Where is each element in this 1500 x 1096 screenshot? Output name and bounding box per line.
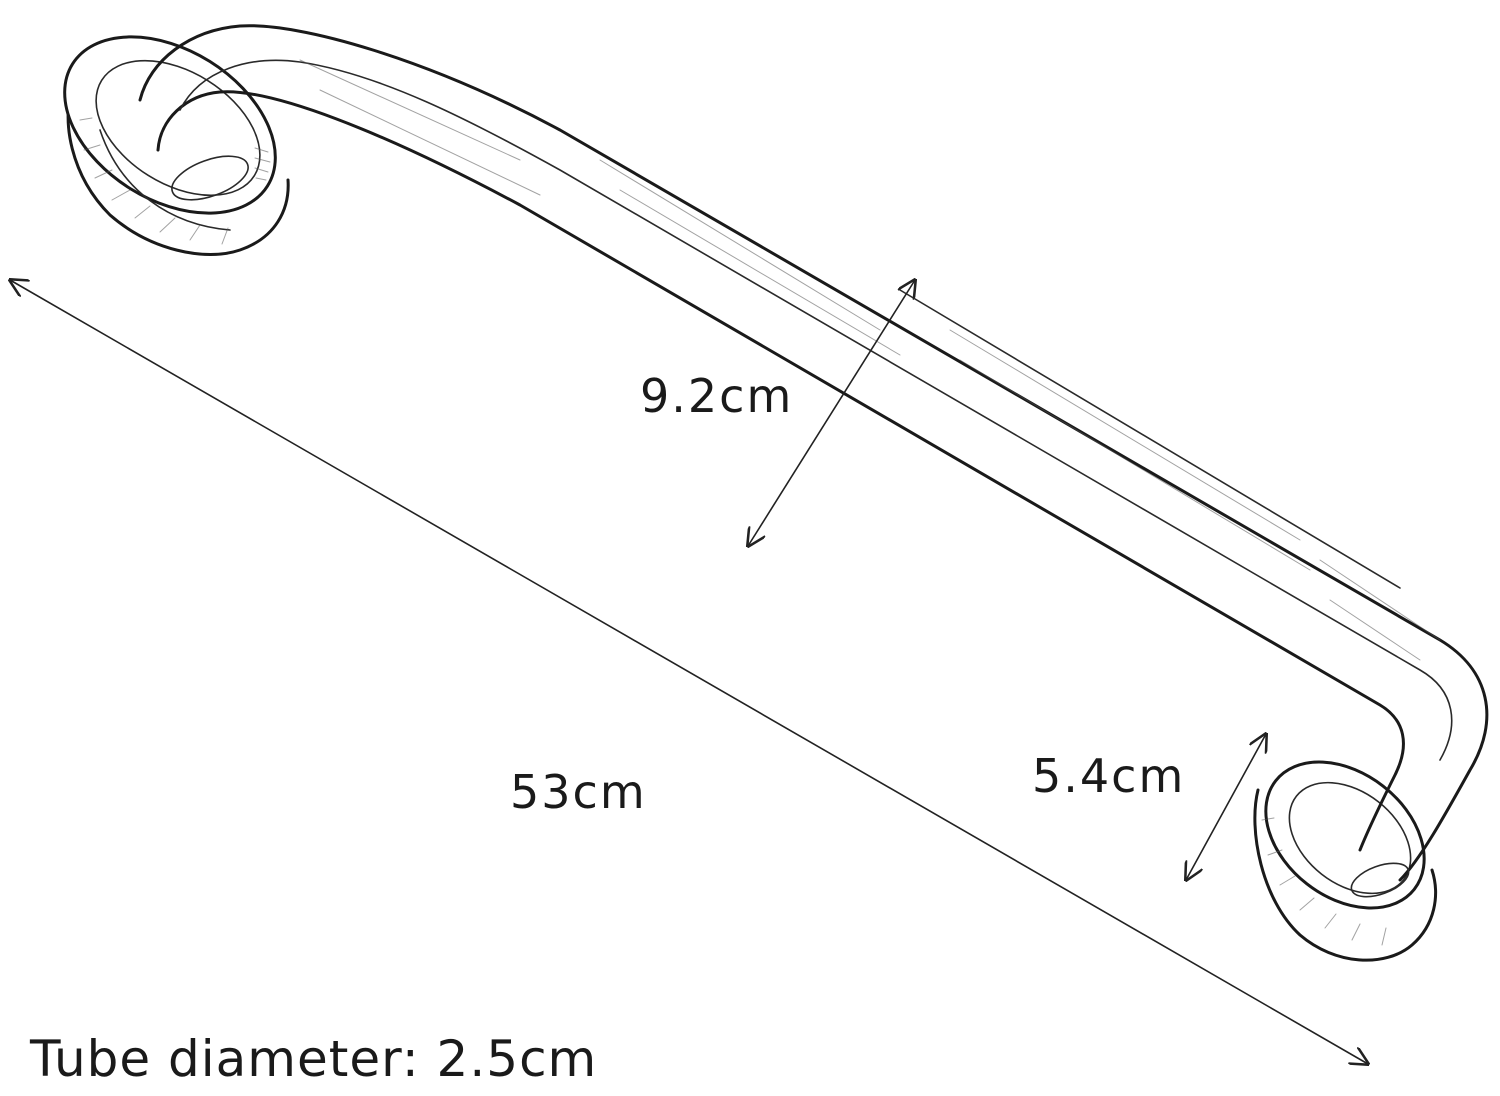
base-diameter-dimension: 5.4cm	[1032, 734, 1266, 880]
base-diameter-dimension-line	[1186, 734, 1266, 880]
right-mounting-base	[1253, 760, 1438, 962]
tube-diameter-caption: Tube diameter: 2.5cm	[29, 1030, 597, 1088]
length-dimension-line	[10, 280, 1368, 1064]
base-diameter-label: 5.4cm	[1032, 749, 1185, 803]
length-label: 53cm	[510, 765, 647, 819]
grab-bar-tube	[138, 24, 1489, 898]
projection-dimension: 9.2cm	[640, 280, 915, 546]
projection-label: 9.2cm	[640, 369, 793, 423]
projection-dimension-line	[748, 280, 915, 546]
length-dimension: 53cm	[10, 280, 1368, 1064]
left-mounting-base	[63, 35, 290, 256]
